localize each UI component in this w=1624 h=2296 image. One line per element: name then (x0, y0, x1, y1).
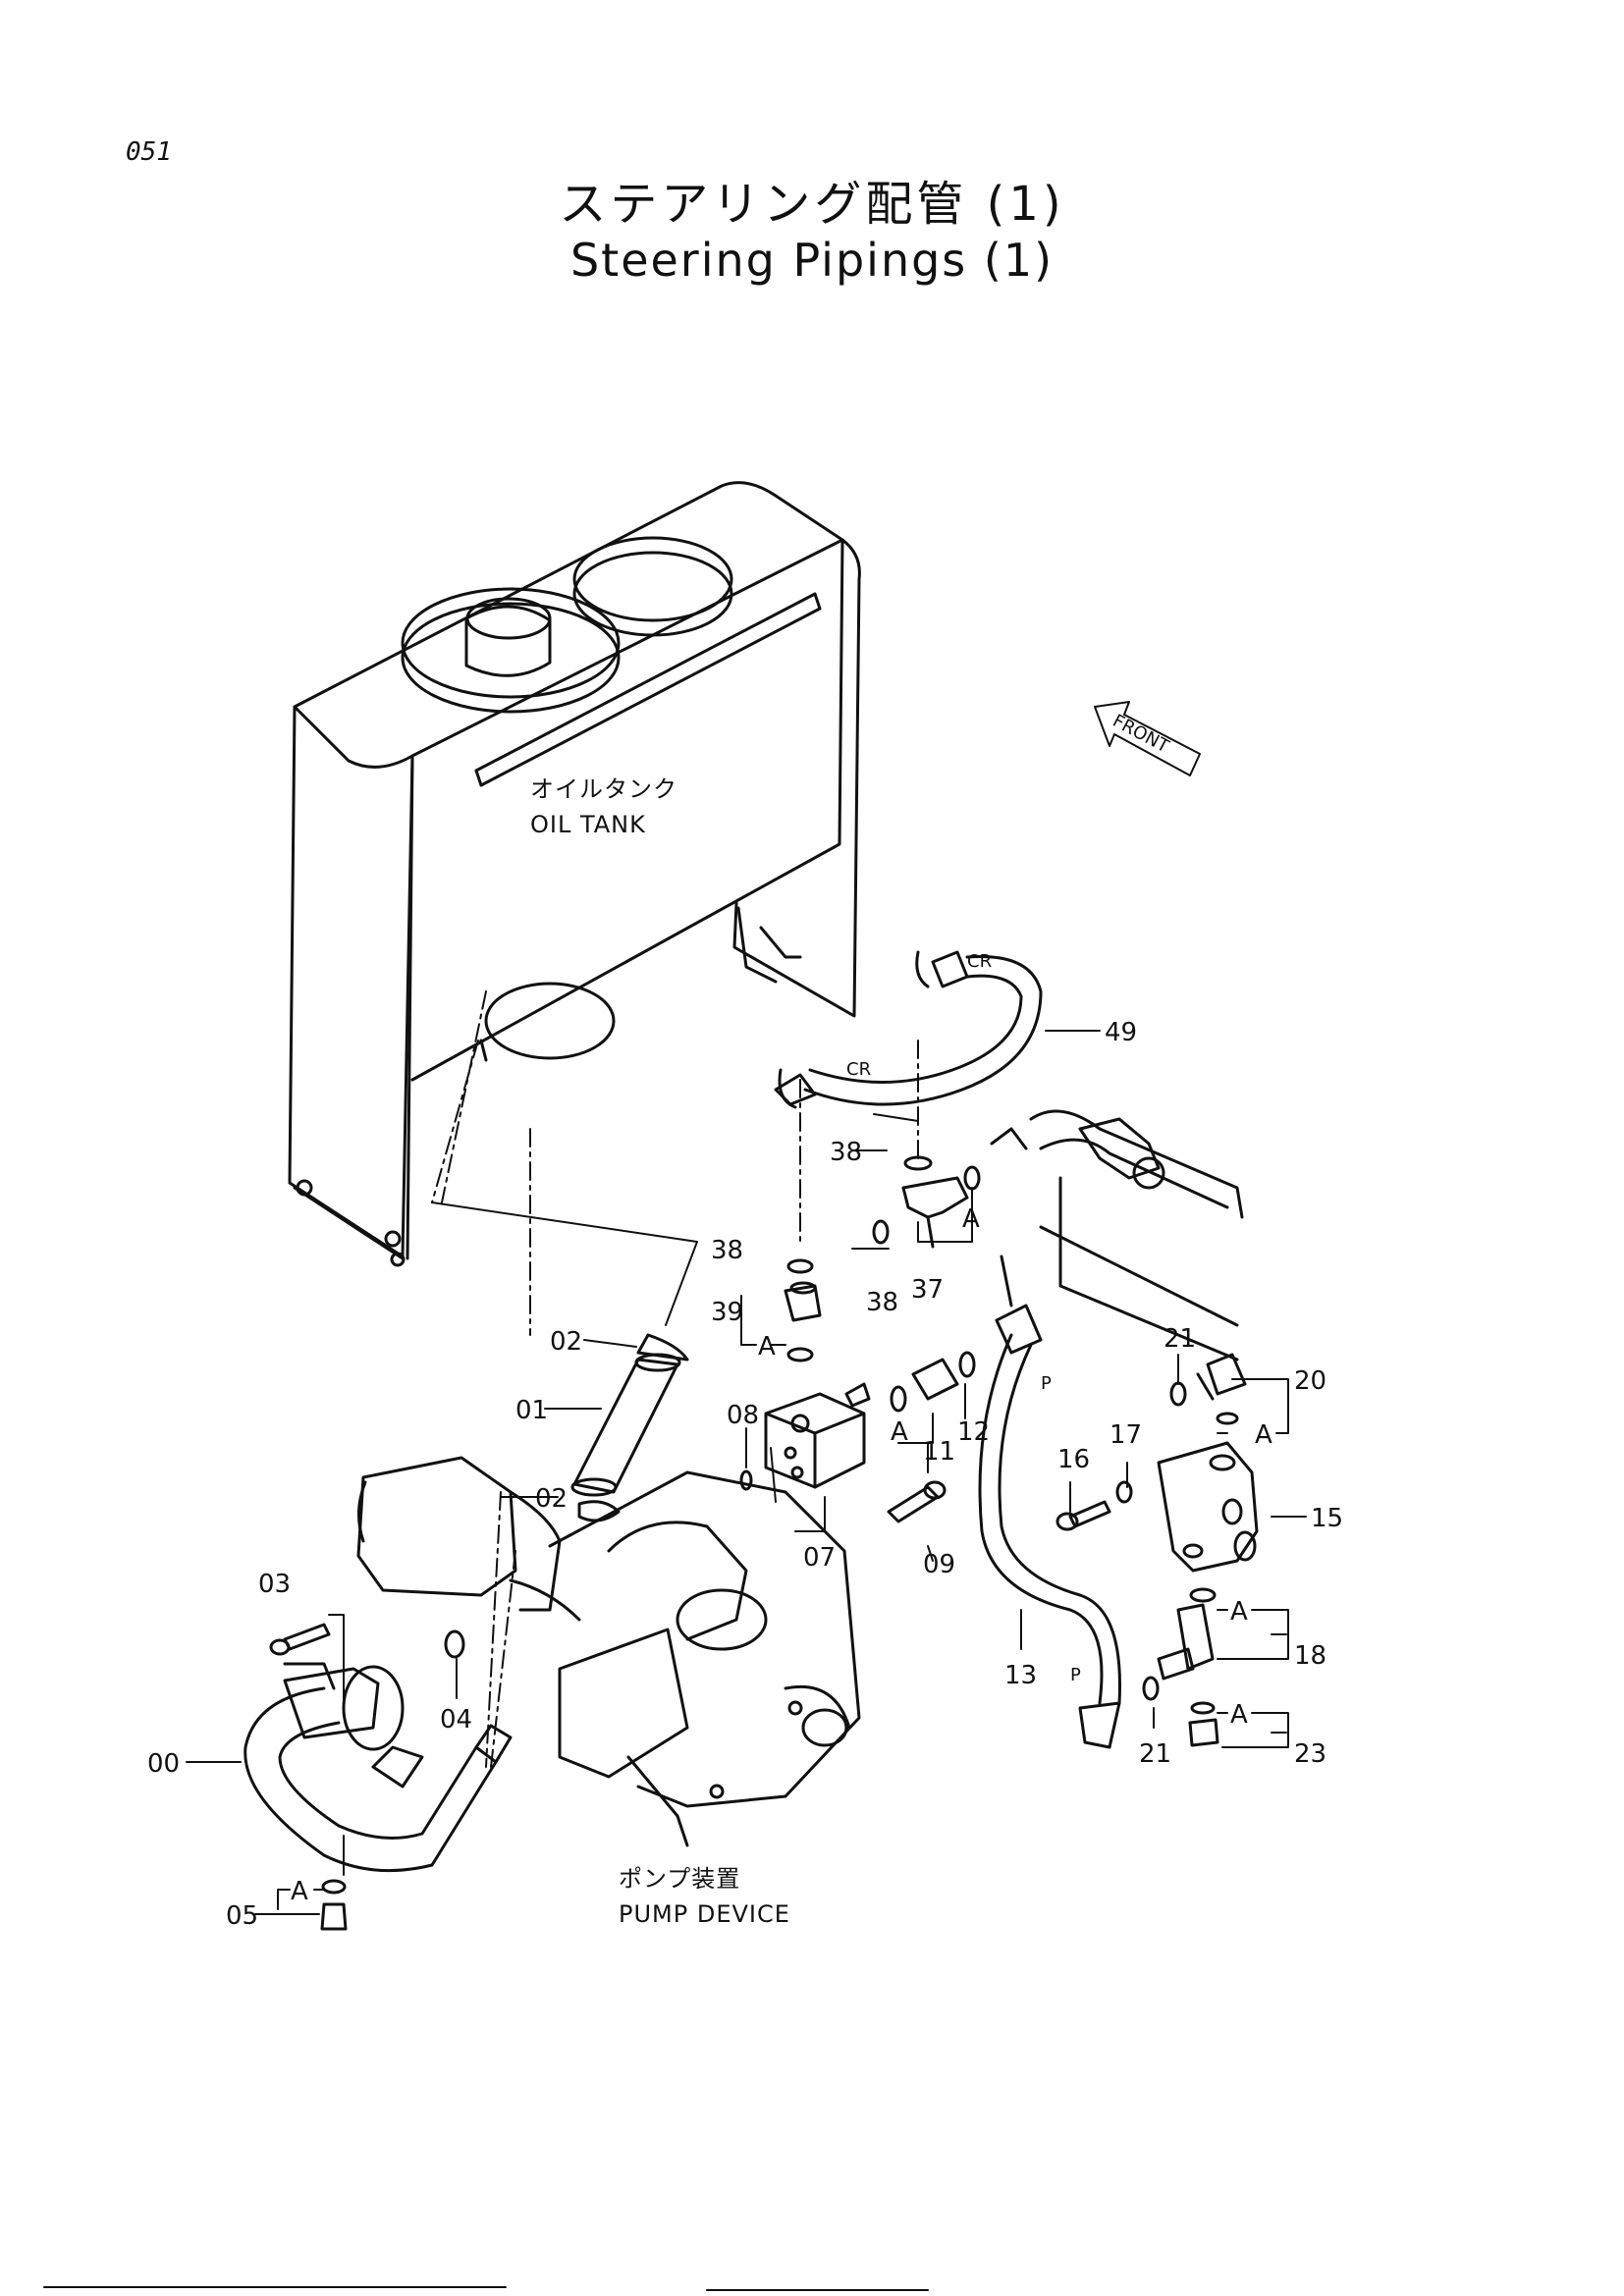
part-label-02-bottom: 02 (535, 1484, 568, 1514)
group-a-label-23: A (1230, 1700, 1248, 1730)
p-label-lower: P (1070, 1665, 1081, 1685)
part-label-09: 09 (923, 1550, 955, 1579)
page-number: 051 (126, 137, 172, 167)
part-label-39: 39 (711, 1298, 743, 1327)
hose-13-drawing (978, 1304, 1121, 1749)
part-label-08: 08 (727, 1401, 759, 1430)
part-label-21-top: 21 (1164, 1324, 1196, 1354)
part-label-16: 16 (1057, 1445, 1090, 1474)
part-label-05: 05 (226, 1901, 258, 1931)
part-label-03: 03 (258, 1570, 291, 1599)
part-label-11: 11 (923, 1437, 955, 1467)
part-label-20: 20 (1294, 1366, 1326, 1396)
oil-tank-drawing (288, 481, 861, 1267)
group-a-label-05: A (291, 1877, 308, 1906)
part-label-37: 37 (911, 1275, 944, 1305)
part-label-15: 15 (1311, 1504, 1343, 1533)
oil-tank-label-en: OIL TANK (530, 811, 646, 838)
pump-device-label-en: PUMP DEVICE (619, 1900, 790, 1928)
pump-device-label-jp: ポンプ装置 (619, 1865, 740, 1893)
part-label-17: 17 (1110, 1420, 1142, 1450)
group-a-label-39: A (758, 1332, 776, 1362)
oil-tank-label-jp: オイルタンク (530, 775, 677, 803)
group-a-label-18: A (1230, 1597, 1248, 1627)
p-label-upper: P (1041, 1373, 1052, 1394)
part-label-18: 18 (1294, 1641, 1326, 1671)
part-label-38-right: 38 (866, 1288, 898, 1317)
cr-label-upper: CR (967, 951, 992, 972)
part-label-00: 00 (147, 1749, 180, 1779)
part-label-21-bottom: 21 (1139, 1739, 1171, 1769)
valve-15-drawing (1157, 1441, 1259, 1573)
elbow-pipe-drawing (244, 1662, 513, 1873)
page-title-japanese: ステアリング配管 (1) (559, 177, 1065, 232)
group-a-label-20: A (1255, 1420, 1272, 1450)
valve-block-drawing (764, 1382, 871, 1489)
pump-device-drawing (356, 1456, 861, 1847)
part-label-07: 07 (803, 1543, 836, 1573)
part-label-38-top: 38 (830, 1138, 862, 1167)
cr-label-lower: CR (846, 1059, 871, 1080)
part-label-38-left: 38 (711, 1236, 743, 1265)
group-a-label-11: A (891, 1417, 908, 1447)
part-label-13: 13 (1004, 1661, 1037, 1690)
group-a-label-37: A (962, 1204, 980, 1234)
hose-49-drawing (774, 950, 1043, 1109)
part-label-23: 23 (1294, 1739, 1326, 1769)
page-title-english: Steering Pipings (1) (569, 234, 1055, 287)
suction-hose-drawing (570, 1333, 689, 1522)
front-arrow-label: FRONT (1110, 711, 1173, 758)
part-label-02-top: 02 (550, 1327, 582, 1357)
part-label-04: 04 (440, 1705, 472, 1735)
part-label-49: 49 (1105, 1018, 1137, 1047)
part-label-01: 01 (515, 1396, 548, 1425)
part-label-12: 12 (957, 1417, 990, 1447)
